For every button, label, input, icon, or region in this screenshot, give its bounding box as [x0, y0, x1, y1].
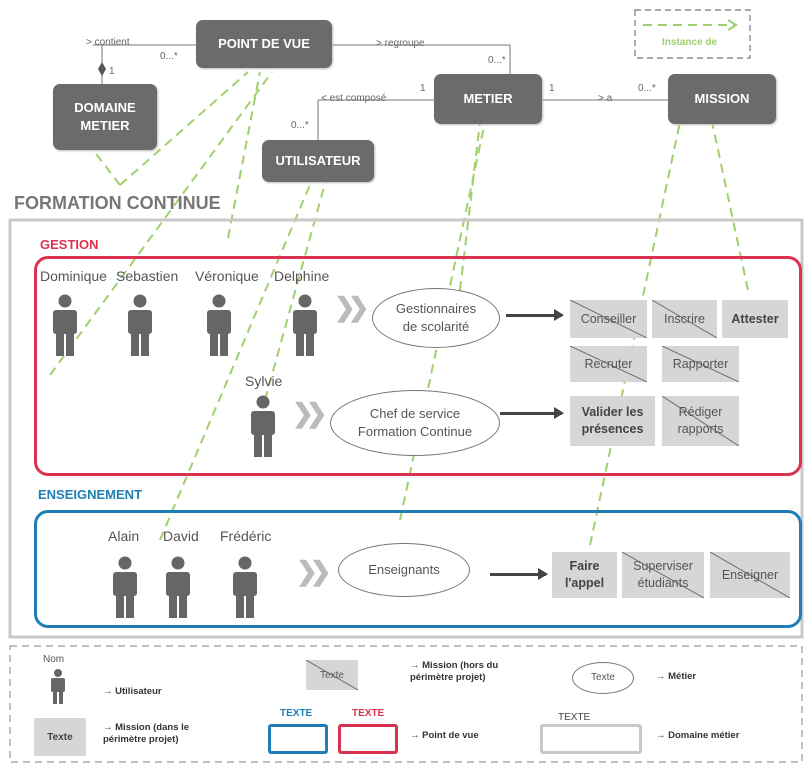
relation-a: > a: [598, 93, 613, 104]
legend-grey-box: [540, 724, 642, 754]
domain-title: FORMATION CONTINUE: [14, 193, 221, 213]
gestion-frame: [34, 256, 802, 476]
chevron-icon: ❯❯: [334, 292, 369, 322]
arrow-icon: [506, 309, 564, 321]
mission-enseigner: Enseigner: [710, 552, 790, 598]
user-name: Sebastien: [116, 268, 179, 284]
enseignement-title: ENSEIGNEMENT: [38, 487, 143, 502]
relation-est-compose: < est composé: [321, 93, 387, 104]
legend-domaine-metier: → Domaine métier: [656, 730, 740, 741]
user-name: Dominique: [40, 268, 107, 284]
user-name: Véronique: [195, 268, 259, 284]
relation-regroupe: > regroupe: [376, 38, 425, 49]
legend-point-de-vue: → Point de vue: [410, 730, 479, 741]
person-icon: [128, 294, 152, 356]
legend-utilisateur: → Utilisateur: [103, 686, 162, 697]
gestion-title: GESTION: [40, 237, 99, 252]
class-point-de-vue: POINT DE VUE: [196, 20, 332, 68]
mult-pdv-regroupe: 1: [327, 27, 333, 38]
mission-rediger-rapports: Rédiger rapports: [662, 396, 739, 446]
enseignement-frame: [34, 510, 802, 628]
legend-mission-dans-box: Texte: [34, 718, 86, 756]
mult-metier-a: 1: [549, 83, 555, 94]
mission-conseiller: Conseiller: [570, 300, 647, 338]
mission-faire-appel: Faire l'appel: [552, 552, 617, 598]
mission-valider-presences: Valider les présences: [570, 396, 655, 446]
legend-texte-blue: TEXTE: [280, 708, 313, 719]
user-name: Alain: [108, 528, 140, 544]
legend-metier-ellipse: Texte: [572, 662, 634, 694]
mult-pdv-contient: 0...*: [160, 51, 178, 62]
user-name: David: [163, 528, 199, 544]
person-icon: [53, 294, 77, 356]
class-mission: MISSION: [668, 74, 776, 124]
class-metier: METIER: [434, 74, 542, 124]
class-domaine-metier: DOMAINE METIER: [53, 84, 157, 150]
mult-mission-a: 0...*: [638, 83, 656, 94]
arrow-icon: [490, 568, 548, 580]
person-icon: [251, 395, 275, 457]
metier-gestionnaires: Gestionnaires de scolarité: [372, 288, 500, 348]
person-icon: [207, 294, 231, 356]
legend-texte-grey: TEXTE: [558, 712, 591, 723]
legend-metier: → Métier: [656, 671, 697, 682]
chevron-icon: ❯❯: [292, 398, 327, 428]
legend-blue-box: [268, 724, 328, 754]
instance-legend-label: Instance de: [662, 37, 718, 48]
user-name: Delphine: [274, 268, 330, 284]
person-icon: [51, 669, 65, 704]
metier-enseignants: Enseignants: [338, 543, 470, 597]
mission-attester: Attester: [722, 300, 788, 338]
person-icon: [293, 294, 317, 356]
chevron-icon: ❯❯: [296, 556, 331, 586]
mult-utilisateur-compose: 0...*: [291, 120, 309, 131]
mult-metier-compose: 1: [420, 83, 426, 94]
legend-texte-red: TEXTE: [352, 708, 385, 719]
mult-domaine: 1: [109, 66, 115, 77]
legend-nom: Nom: [43, 654, 65, 665]
user-name: Sylvie: [245, 373, 283, 389]
class-utilisateur: UTILISATEUR: [262, 140, 374, 182]
user-name: Frédéric: [220, 528, 272, 544]
mission-recruter: Recruter: [570, 346, 647, 382]
mission-inscrire: Inscrire: [652, 300, 717, 338]
mission-superviser: Superviser étudiants: [622, 552, 704, 598]
mission-rapporter: Rapporter: [662, 346, 739, 382]
arrow-icon: [500, 407, 564, 419]
relation-contient: > contient: [86, 37, 130, 48]
metier-chef-service: Chef de service Formation Continue: [330, 390, 500, 456]
legend-mission-dans: → Mission (dans le périmètre projet): [103, 722, 190, 745]
legend-mission-hors: → Mission (hors du périmètre projet): [410, 660, 499, 683]
legend-red-box: [338, 724, 398, 754]
mult-metier-regroupe: 0...*: [488, 55, 506, 66]
legend-mission-hors-box: Texte: [306, 660, 358, 690]
